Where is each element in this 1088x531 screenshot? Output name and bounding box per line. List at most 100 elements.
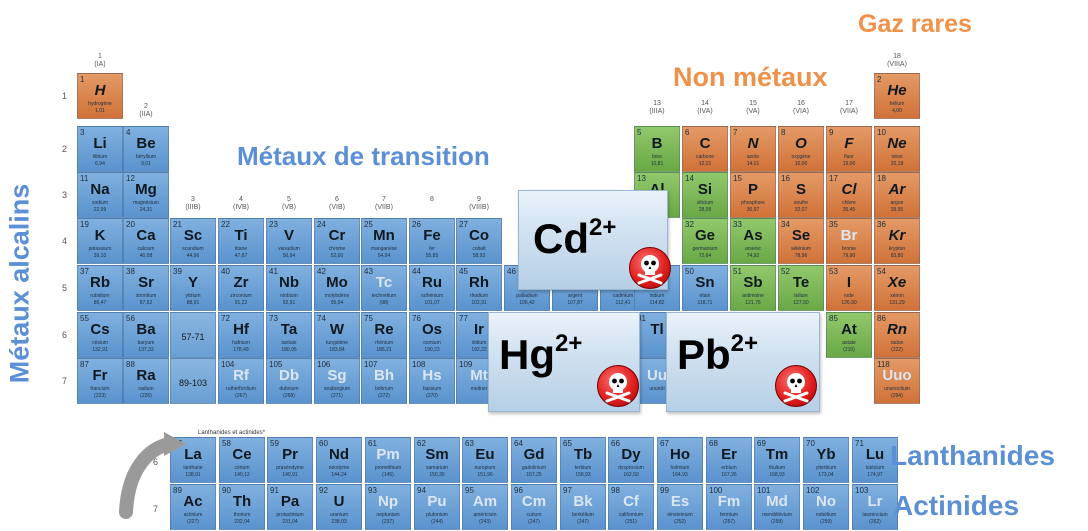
element-symbol: At [841,321,857,338]
label-metaux-alcalins: Métaux alcalins [4,183,35,384]
element-symbol: P [747,181,758,198]
element-name: thulium [768,465,786,471]
element-symbol: F [844,135,854,152]
element-mass: 106,42 [519,300,535,306]
element-symbol: Pm [376,446,400,463]
element-name: fer [429,246,435,252]
element-number: 86 [877,314,886,323]
element-name: protactinium [276,512,304,518]
element-number: 58 [222,439,231,448]
element-name: germanium [692,246,718,252]
element-number: 4 [126,128,131,137]
element-symbol: Ca [136,227,156,244]
ion-hg-card: Hg2+ [488,312,640,412]
element-mass: 102,91 [471,300,487,306]
element-number: 39 [173,267,182,276]
skull-hazard-icon [597,365,639,407]
element-symbol: Lr [867,493,883,510]
element-cell: 89-103 [170,358,216,404]
element-symbol: Mn [373,227,395,244]
element-number: 26 [412,220,421,229]
element-mass: 138,91 [185,472,201,478]
element-number: 90 [222,486,231,495]
element-number: 36 [877,220,886,229]
element-symbol: Sg [327,367,347,384]
element-number: 76 [412,314,421,323]
element-number: 2 [877,75,882,84]
element-name: phosphore [741,200,765,206]
element-number: 50 [685,267,694,276]
element-name: curium [526,512,542,518]
element-number: 87 [80,360,89,369]
element-symbol: S [795,181,806,198]
element-symbol: Db [279,367,299,384]
element-name: hafnium [232,340,250,346]
element-symbol: Fe [423,227,441,244]
element-mass: 39,95 [890,207,904,213]
element-name: hélium [889,101,905,107]
period-label: 7 [153,504,159,514]
element-mass: 112,41 [615,300,631,306]
element-name: krypton [888,246,906,252]
group-label: 6 (VIB) [329,196,345,211]
element-number: 95 [465,486,474,495]
element-mass: 50,94 [282,253,296,259]
element-mass: (272) [378,393,390,399]
group-label: 8 [430,196,434,203]
element-mass: 95,94 [330,300,344,306]
element-symbol: Br [840,227,858,244]
element-symbol: Lu [865,446,885,463]
group-label: 16 (VIA) [793,100,809,115]
skull-hazard-icon [775,365,817,407]
element-symbol: Mg [135,181,157,198]
element-symbol: Ar [888,181,906,198]
element-number: 19 [80,220,89,229]
element-name: étain [699,293,711,299]
element-mass: 24,31 [139,207,153,213]
element-name: scandium [182,246,204,252]
element-mass: 151,96 [477,472,493,478]
element-number: 59 [270,439,279,448]
element-symbol: U [333,493,345,510]
element-name: manganèse [370,246,398,252]
element-name: tellure [794,293,808,299]
element-name: tungstène [326,340,348,346]
element-mass: 1,01 [95,108,105,114]
element-mass: 231,04 [282,519,298,525]
element-name: hydrogène [88,101,112,107]
element-symbol: Dy [621,446,641,463]
element-mass: (210) [843,347,855,353]
element-name: bohrium [374,386,394,392]
element-number: 108 [412,360,426,369]
element-symbol: Kr [888,227,906,244]
element-name: nobélium [815,512,837,518]
element-name: francium [90,386,110,392]
element-name: iridium [471,340,487,346]
element-symbol: Ta [280,321,298,338]
element-mass: 186,21 [376,347,392,353]
element-symbol: Co [469,227,489,244]
element-symbol: Re [374,321,394,338]
element-name: titane [234,246,248,252]
